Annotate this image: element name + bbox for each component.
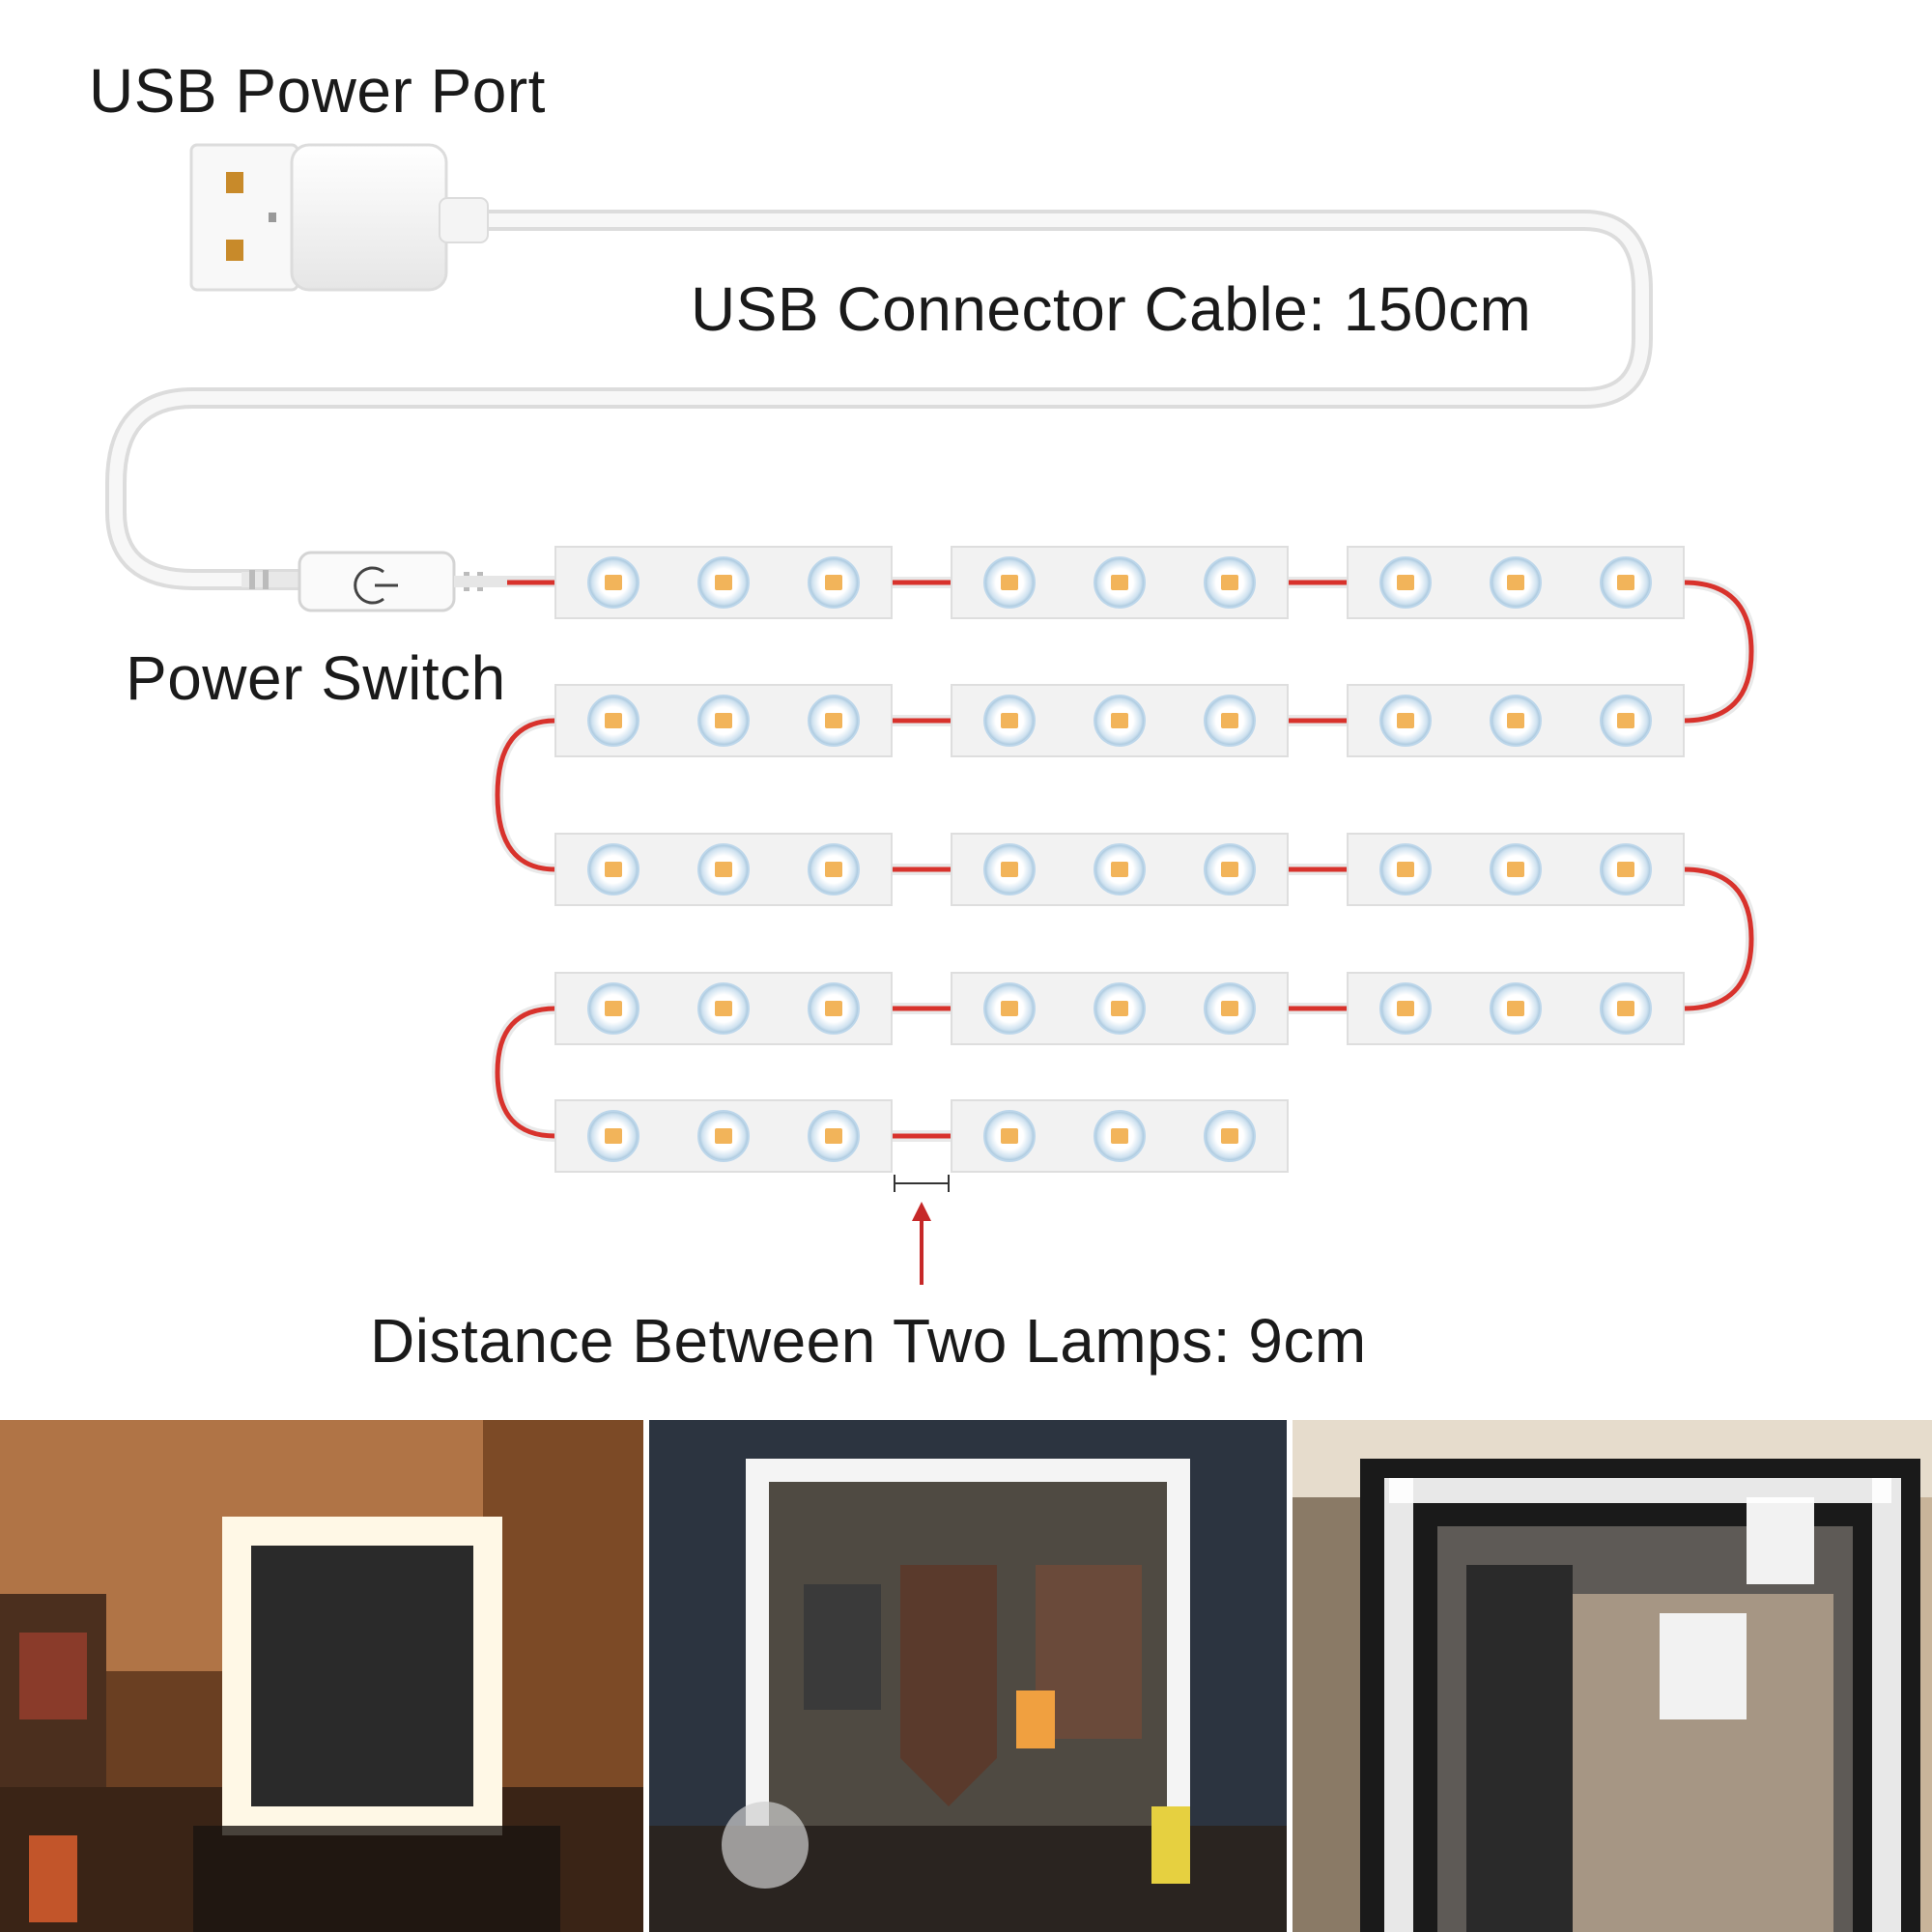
led-chip	[1001, 1001, 1018, 1016]
led-chip	[715, 575, 732, 590]
led-module	[1347, 684, 1685, 757]
led-chip	[1111, 1001, 1128, 1016]
wire-sheath	[491, 715, 561, 875]
led-module	[1347, 546, 1685, 619]
led-chip	[1617, 713, 1634, 728]
power-symbol-icon	[354, 566, 398, 605]
led-chip	[1111, 862, 1128, 877]
photo-square-mirror-warm	[0, 1420, 643, 1932]
led-strip-diagram	[105, 143, 1758, 1285]
led-chip	[715, 1001, 732, 1016]
led-modules	[554, 546, 1685, 1173]
led-chip	[715, 1128, 732, 1144]
led-chip	[1397, 1001, 1414, 1016]
led-chip	[1221, 713, 1238, 728]
wire-sheath	[491, 1003, 561, 1142]
led-chip	[715, 862, 732, 877]
led-chip	[1111, 575, 1128, 590]
led-chip	[605, 713, 622, 728]
led-module	[1347, 833, 1685, 906]
led-chip	[825, 575, 842, 590]
led-chip	[715, 713, 732, 728]
led-module	[554, 833, 893, 906]
led-chip	[1397, 713, 1414, 728]
led-chip	[1397, 575, 1414, 590]
led-module	[554, 546, 893, 619]
led-chip	[1221, 1128, 1238, 1144]
led-module	[554, 1099, 893, 1173]
wire-red	[1681, 867, 1754, 1011]
led-chip	[1221, 1001, 1238, 1016]
led-chip	[1507, 575, 1524, 590]
led-chip	[605, 575, 622, 590]
led-chip	[1001, 1128, 1018, 1144]
usb-cable-label: USB Connector Cable: 150cm	[691, 274, 1532, 344]
power-switch[interactable]	[242, 551, 555, 612]
led-chip	[1111, 713, 1128, 728]
led-module	[1347, 972, 1685, 1045]
led-chip	[825, 862, 842, 877]
led-chip	[825, 713, 842, 728]
wire-red	[495, 718, 558, 872]
led-chip	[1507, 862, 1524, 877]
led-chip	[1001, 575, 1018, 590]
led-chip	[1001, 862, 1018, 877]
led-chip	[1001, 713, 1018, 728]
led-module	[951, 833, 1289, 906]
led-module	[951, 972, 1289, 1045]
usb-power-port-label: USB Power Port	[89, 56, 546, 126]
led-chip	[605, 862, 622, 877]
led-module	[554, 972, 893, 1045]
led-module	[951, 1099, 1289, 1173]
photo-black-frame-mirror	[1293, 1420, 1932, 1932]
led-chip	[825, 1128, 842, 1144]
photo-mirror-room-posters	[649, 1420, 1287, 1932]
wire-sheath	[1678, 577, 1758, 726]
led-module	[554, 684, 893, 757]
wire-red	[1681, 580, 1754, 724]
usb-plug-icon	[189, 143, 489, 292]
led-module	[951, 546, 1289, 619]
led-chip	[605, 1128, 622, 1144]
led-chip	[1617, 862, 1634, 877]
dimension-arrow-icon	[894, 1175, 950, 1285]
led-chip	[1617, 575, 1634, 590]
led-chip	[1617, 1001, 1634, 1016]
led-module	[951, 684, 1289, 757]
wire-red	[495, 1006, 558, 1139]
led-chip	[1507, 1001, 1524, 1016]
led-chip	[1111, 1128, 1128, 1144]
led-chip	[1221, 575, 1238, 590]
red-wires	[491, 577, 1758, 1142]
led-chip	[1507, 713, 1524, 728]
distance-label: Distance Between Two Lamps: 9cm	[370, 1306, 1367, 1376]
led-chip	[1397, 862, 1414, 877]
usb-cable	[105, 210, 1653, 590]
led-chip	[1221, 862, 1238, 877]
led-chip	[605, 1001, 622, 1016]
wire-sheath	[1678, 864, 1758, 1014]
led-chip	[825, 1001, 842, 1016]
power-switch-label: Power Switch	[126, 643, 506, 713]
